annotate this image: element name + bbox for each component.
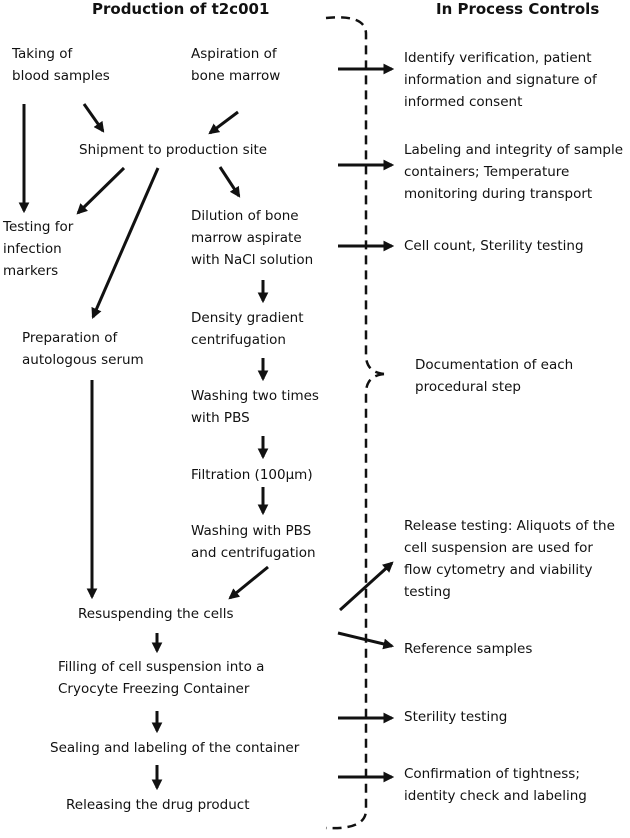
step-dilution: Dilution of bone marrow aspirate with Na… — [191, 205, 313, 271]
step-resuspending: Resuspending the cells — [78, 603, 234, 625]
step-line: Washing with PBS — [191, 523, 312, 539]
arrow-blood-to-shipment — [82, 103, 105, 133]
control-line: Release testing: Aliquots of the — [404, 518, 615, 534]
step-line: with PBS — [191, 410, 250, 426]
step-sealing: Sealing and labeling of the container — [50, 737, 299, 759]
control-line: identity check and labeling — [404, 788, 587, 804]
step-line: infection — [3, 241, 62, 257]
control-release-testing: Release testing: Aliquots of the cell su… — [404, 515, 615, 603]
control-line: cell suspension are used for — [404, 540, 593, 556]
step-line: Washing two times — [191, 388, 319, 404]
control-line: Reference samples — [404, 641, 533, 657]
control-reference-samples: Reference samples — [404, 638, 532, 660]
step-line: autologous serum — [22, 352, 144, 368]
arrow-washing-pbs-to-resuspending — [228, 565, 269, 600]
control-cell-count: Cell count, Sterility testing — [404, 235, 584, 257]
step-line: Preparation of — [22, 330, 118, 346]
step-line: with NaCl solution — [191, 252, 314, 268]
control-sterility-testing: Sterility testing — [404, 706, 507, 728]
control-line: monitoring during transport — [404, 186, 593, 202]
step-releasing: Releasing the drug product — [66, 794, 250, 816]
step-line: bone marrow — [191, 68, 281, 84]
step-filtration: Filtration (100µm) — [191, 464, 313, 486]
control-line: containers; Temperature — [404, 164, 570, 180]
step-line: Shipment to production site — [79, 142, 268, 158]
step-blood-samples: Taking of blood samples — [12, 43, 110, 87]
arrow-to-reference — [337, 631, 395, 650]
step-filling: Filling of cell suspension into a Cryocy… — [58, 656, 264, 700]
step-line: markers — [3, 263, 59, 279]
step-line: Density gradient — [191, 310, 304, 326]
dashed-bracket-top — [325, 16, 385, 376]
step-line: marrow aspirate — [191, 230, 302, 246]
arrow-shipment-to-infection — [76, 166, 126, 215]
arrow-shipment-to-serum — [91, 167, 160, 319]
arrow-marrow-to-shipment — [208, 110, 239, 135]
control-line: Sterility testing — [404, 709, 508, 725]
control-line: flow cytometry and viability — [404, 562, 593, 578]
step-line: Releasing the drug product — [66, 797, 250, 813]
step-infection-testing: Testing for infection markers — [3, 216, 73, 282]
control-line: Documentation of each — [415, 357, 574, 373]
step-line: Taking of — [12, 46, 73, 62]
control-line: informed consent — [404, 94, 523, 110]
step-washing-pbs: Washing with PBS and centrifugation — [191, 520, 316, 564]
control-documentation: Documentation of each procedural step — [415, 354, 573, 398]
step-line: Sealing and labeling of the container — [50, 740, 300, 756]
control-line: procedural step — [415, 379, 522, 395]
control-line: Identify verification, patient — [404, 50, 592, 66]
step-autologous-serum: Preparation of autologous serum — [22, 327, 144, 371]
dashed-bracket-bottom — [325, 372, 385, 830]
control-line: testing — [404, 584, 451, 600]
step-line: Testing for — [3, 219, 74, 235]
step-bone-marrow: Aspiration of bone marrow — [191, 43, 280, 87]
control-labeling-integrity: Labeling and integrity of sample contain… — [404, 139, 623, 205]
control-line: Labeling and integrity of sample — [404, 142, 624, 158]
step-line: Dilution of bone — [191, 208, 299, 224]
step-line: Cryocyte Freezing Container — [58, 681, 250, 697]
step-line: centrifugation — [191, 332, 286, 348]
arrow-shipment-to-dilution — [218, 166, 241, 198]
control-line: Confirmation of tightness; — [404, 766, 580, 782]
step-line: Aspiration of — [191, 46, 277, 62]
step-line: and centrifugation — [191, 545, 316, 561]
step-line: Filling of cell suspension into a — [58, 659, 265, 675]
step-line: blood samples — [12, 68, 110, 84]
production-header: Production of t2c001 — [92, 0, 270, 18]
control-line: Cell count, Sterility testing — [404, 238, 584, 254]
control-line: information and signature of — [404, 72, 597, 88]
step-washing-two-times: Washing two times with PBS — [191, 385, 319, 429]
control-identify-verification: Identify verification, patient informati… — [404, 47, 597, 113]
arrow-group — [18, 63, 395, 791]
step-density-gradient: Density gradient centrifugation — [191, 307, 303, 351]
step-line: Resuspending the cells — [78, 606, 234, 622]
step-shipment: Shipment to production site — [79, 139, 267, 161]
arrow-to-release-testing — [338, 561, 394, 612]
step-line: Filtration (100µm) — [191, 467, 313, 483]
controls-header: In Process Controls — [436, 0, 600, 18]
control-confirmation-tightness: Confirmation of tightness; identity chec… — [404, 763, 587, 807]
